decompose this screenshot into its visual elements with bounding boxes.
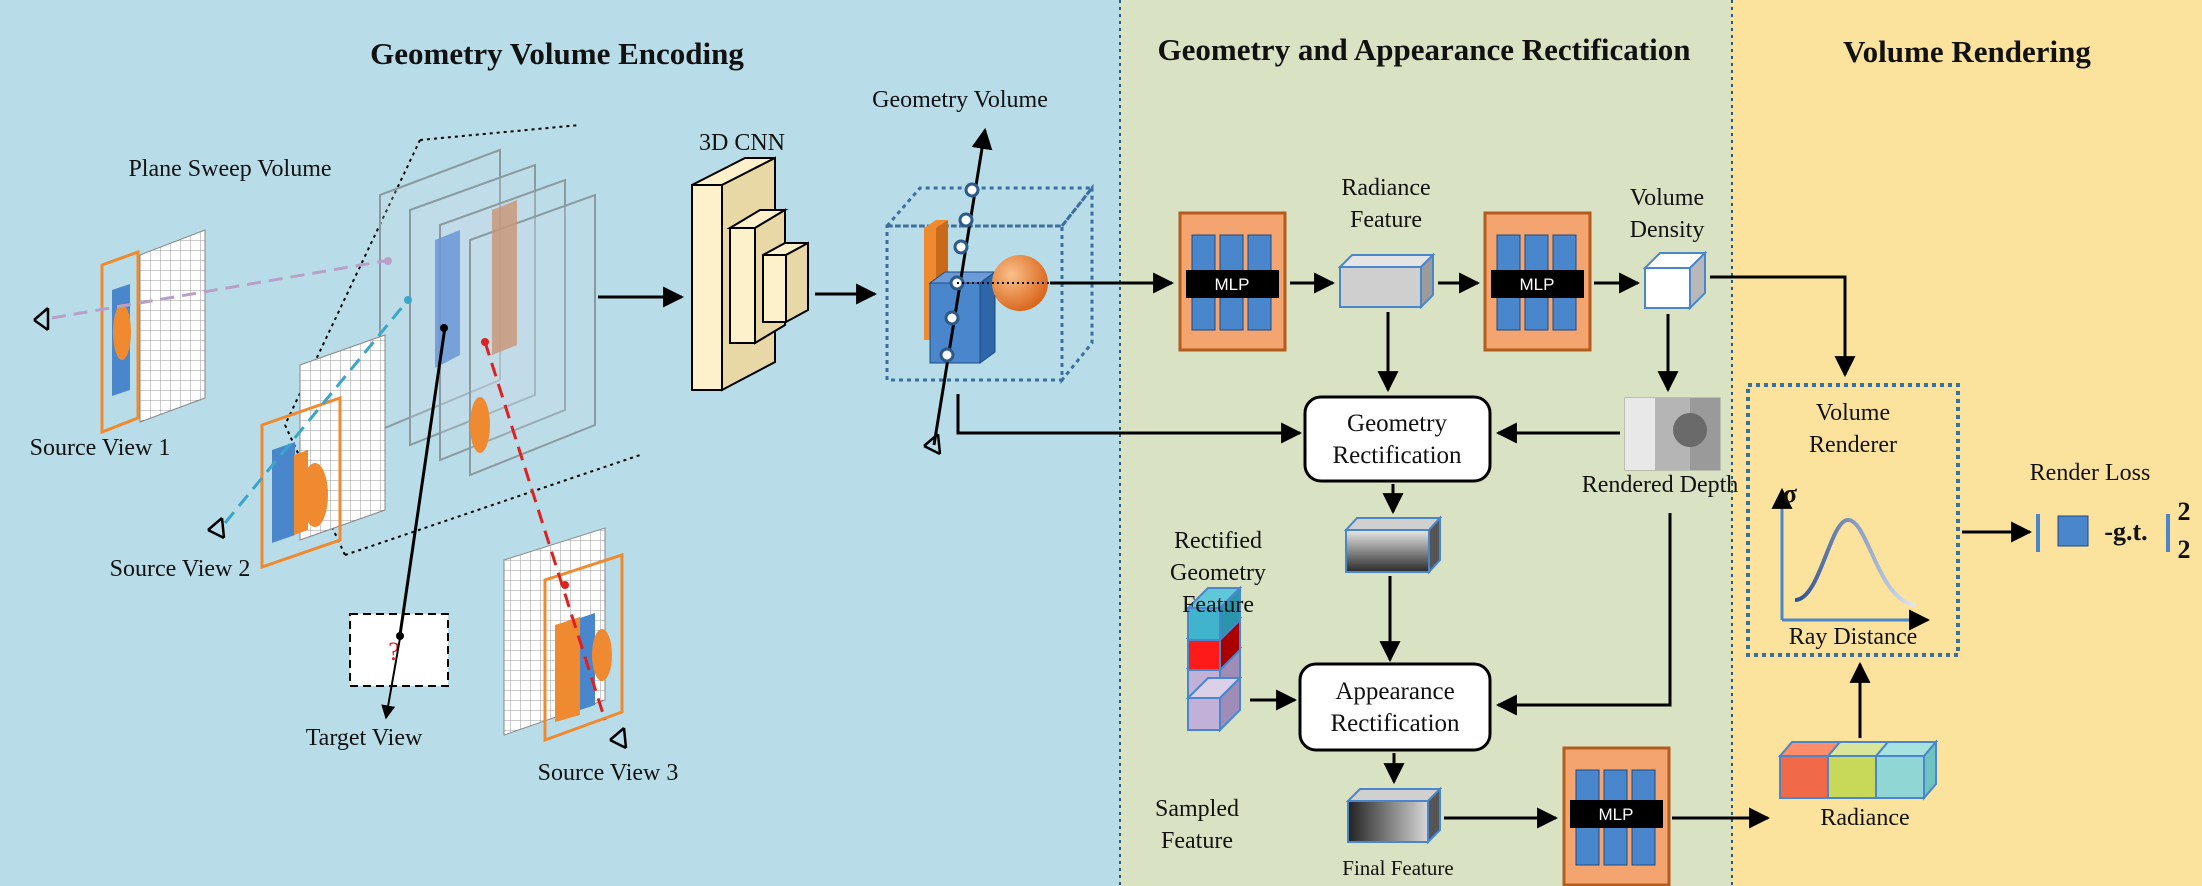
geometry-rectification-label: Rectification	[1332, 442, 1462, 469]
final-feature-label: Final Feature	[1342, 856, 1453, 880]
radiance-feature-label: Radiance	[1341, 175, 1430, 201]
ray-source-2	[223, 299, 410, 524]
appearance-rectification-box	[1298, 662, 1492, 752]
eye-icon	[609, 727, 628, 750]
arrow-volume-georect	[956, 394, 1303, 444]
rectified-geometry-feature-label: Rectified	[1174, 528, 1262, 554]
source-view-2-label: Source View 2	[110, 556, 251, 582]
volume-density-label: Volume	[1630, 185, 1704, 211]
render-loss-sup: 2	[2178, 497, 2191, 526]
rendered-depth-label: Rendered Depth	[1582, 472, 1739, 498]
render-loss-gt: -g.t.	[2104, 517, 2147, 546]
sampled-feature-label: Sampled	[1155, 796, 1239, 822]
rectified-geometry-feature-label: Feature	[1182, 592, 1254, 618]
appearance-rectification-label: Appearance	[1335, 678, 1454, 705]
renderer-plot	[1771, 487, 1931, 631]
encoding-title: Geometry Volume Encoding	[370, 36, 744, 71]
sampled-feature-label: Feature	[1161, 828, 1233, 854]
plane-sweep-volume	[284, 124, 641, 556]
ray-target	[398, 326, 447, 636]
render-loss-label: Render Loss	[2030, 460, 2151, 486]
mlp-label-3: MLP	[1599, 805, 1634, 824]
geometry-volume-label: Geometry Volume	[872, 87, 1048, 113]
geometry-rectification-box	[1303, 395, 1492, 483]
plane-sweep-label: Plane Sweep Volume	[128, 156, 331, 182]
ray-source-3	[483, 341, 607, 721]
cnn-block	[691, 156, 809, 392]
feature-stack	[1185, 585, 1243, 733]
target-view-frame	[349, 613, 449, 687]
final-feature-block	[1345, 786, 1443, 845]
rendering-title: Volume Rendering	[1843, 34, 2091, 69]
arrow-density-renderer	[1710, 275, 1856, 378]
geometry-rectification-label: Geometry	[1347, 410, 1447, 437]
mlp-block-3	[1562, 746, 1671, 886]
camera-icon	[207, 517, 226, 540]
source-view-2	[260, 334, 386, 570]
rendered-depth-image	[1624, 397, 1721, 471]
volume-renderer-label: Volume	[1816, 400, 1890, 426]
arrow-depth-apprect	[1495, 513, 1672, 716]
cnn-label: 3D CNN	[699, 130, 785, 156]
appearance-rectification-label: Rectification	[1330, 710, 1460, 737]
target-mark: ?	[388, 637, 400, 666]
ray-distance-label: Ray Distance	[1789, 624, 1918, 650]
mlp-block-2	[1483, 211, 1592, 352]
target-view-label: Target View	[306, 725, 423, 751]
radiance-feature-block	[1337, 252, 1436, 310]
render-loss-formula	[2036, 514, 2170, 552]
radiance-blocks	[1777, 739, 1939, 801]
rectified-geometry-feature-block	[1343, 515, 1443, 575]
volume-density-label: Density	[1630, 217, 1705, 243]
sample-points	[939, 182, 980, 363]
ray-source-1	[51, 258, 391, 320]
volume-density-cube	[1642, 250, 1708, 311]
rectified-geometry-feature-label: Geometry	[1170, 560, 1266, 586]
radiance-label: Radiance	[1820, 805, 1909, 831]
mlp-label-2: MLP	[1520, 275, 1555, 294]
source-view-1	[100, 229, 206, 435]
mlp-block-1	[1178, 211, 1287, 352]
rendering-section-bg	[1732, 0, 2202, 886]
sigma-label: σ	[1783, 479, 1797, 508]
volume-renderer-box	[1746, 383, 1960, 657]
eye-icon	[33, 307, 50, 332]
rectification-title: Geometry and Appearance Rectification	[1158, 32, 1691, 67]
mlp-label-1: MLP	[1215, 275, 1250, 294]
volume-renderer-label: Renderer	[1809, 432, 1897, 458]
radiance-feature-label: Feature	[1350, 207, 1422, 233]
source-view-3-label: Source View 3	[538, 760, 679, 786]
render-loss-sub: 2	[2178, 535, 2191, 564]
source-view-1-label: Source View 1	[30, 435, 171, 461]
arrow-icon	[381, 637, 401, 720]
camera-icon	[923, 433, 942, 456]
